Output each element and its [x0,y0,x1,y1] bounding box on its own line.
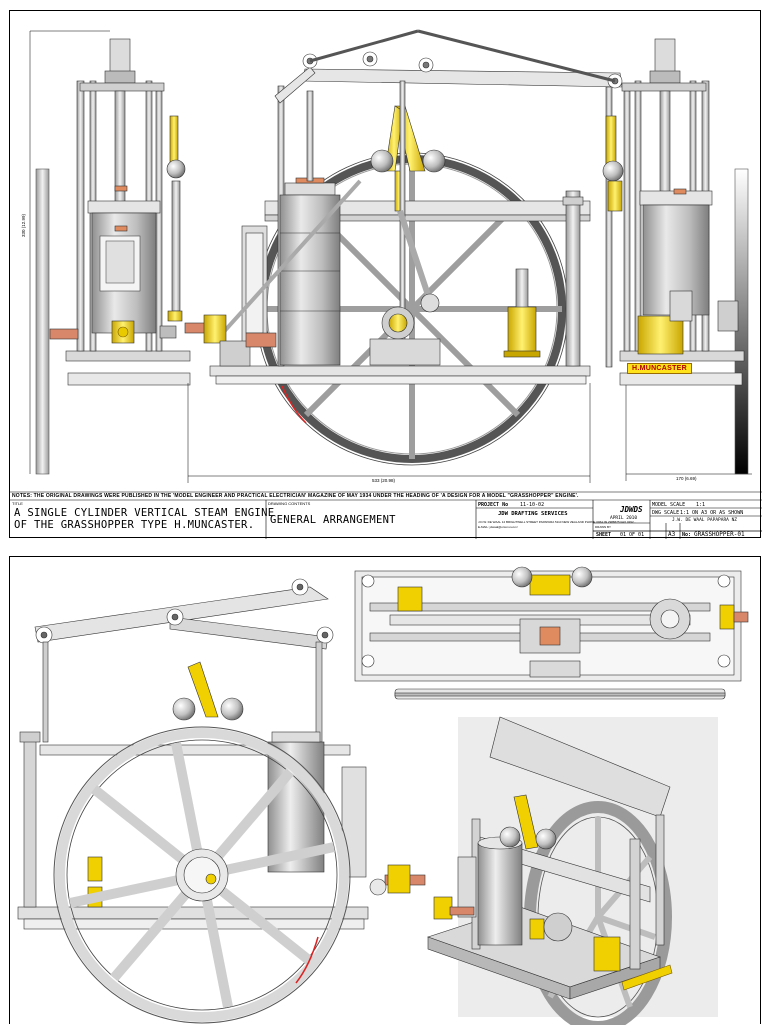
sheet-number: 01 OF 01 [620,532,645,538]
sheet-label: SHEET [596,532,612,538]
title-label: TITLE [12,501,23,506]
company-logo: JDWDS [620,505,643,514]
company-email: E-MAIL: jdwaal@orcon.net.nz [478,525,518,529]
model-scale: 1:1 [696,502,706,508]
engine-rendered-views [17,566,749,1025]
maker-nameplate: H.MUNCASTER [627,363,692,374]
drawing-scale-label: DWG SCALE [652,510,680,516]
model-scale-label: MODEL SCALE [652,502,686,508]
isometric-view-render [427,716,718,1025]
drawing-contents: GENERAL ARRANGEMENT [270,514,396,526]
company-address: J.D.W. DE WAAL 12 BRIGHTWELL STREET PAPA… [478,520,637,524]
sheet-size: A3 [668,531,676,538]
left-end-view [29,30,191,475]
rear-elevation-render [17,578,426,1024]
drawing-title: A SINGLE CYLINDER VERTICAL STEAM ENGINE … [14,507,274,531]
plan-view-render [354,566,749,700]
depth-dimension-label: 170 (6.69) [676,476,697,481]
title-block [10,491,762,539]
width-dimension-label: 533 (20.98) [372,478,396,483]
right-end-view [602,38,752,481]
height-dimension-label: 330 (12.99) [21,213,26,237]
drawing-scale: 1:1 ON A3 OR AS SHOWN [680,510,744,516]
drawn-by: J.W. DE WAAL PAPAPARA NZ [672,518,738,523]
drawing-number: GRASSHOPPER-01 [694,531,745,538]
company-name: JDW DRAFTING SERVICES [498,511,568,517]
project-number-label: PROJECT No [478,502,509,508]
drawing-title-line-1: A SINGLE CYLINDER VERTICAL STEAM ENGINE [14,507,275,519]
drawing-date: APRIL 2010 [610,516,638,521]
engine-orthographic-views [10,29,762,539]
drawing-number-label: No: [682,532,692,538]
drawing-sheet-general-arrangement: H.MUNCASTER 330 (12.99) 533 (20.98) 170 … [9,10,762,539]
front-elevation-view [184,29,623,483]
drawing-title-line-2: OF THE GRASSHOPPER TYPE H.MUNCASTER. [14,519,255,531]
drawn-by-label: DRAWN BY [595,525,612,529]
contents-label: DRAWING CONTENTS [268,501,311,506]
rendered-views-sheet [9,556,761,1025]
project-number: 11-10-02 [520,502,545,508]
drawing-notes: NOTES: THE ORIGINAL DRAWINGS WERE PUBLIS… [12,493,579,499]
